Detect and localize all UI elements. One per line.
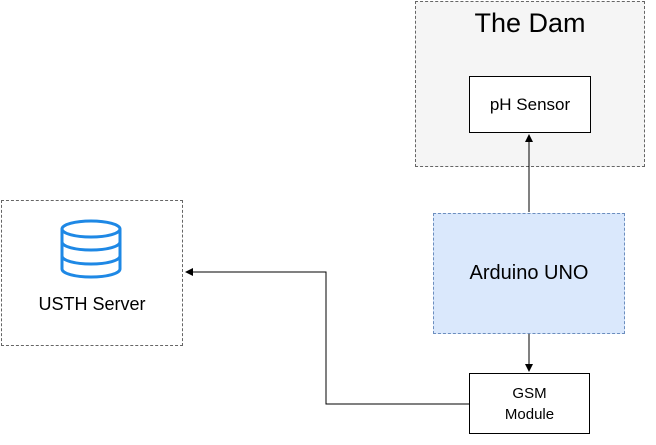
gsm-label-line1: GSM <box>512 384 547 402</box>
ph-sensor-node: pH Sensor <box>469 76 591 133</box>
gsm-module-node: GSM Module <box>469 373 590 434</box>
dam-title: The Dam <box>474 8 586 38</box>
ph-sensor-label: pH Sensor <box>489 94 571 114</box>
database-icon <box>60 219 122 279</box>
arrow-gsm-to-server <box>185 268 469 405</box>
gsm-label-line2: Module <box>504 405 555 423</box>
usth-server-node <box>1 200 183 346</box>
arduino-uno-node: Arduino UNO <box>433 213 625 334</box>
usth-server-label: USTH Server <box>38 294 146 314</box>
arduino-uno-label: Arduino UNO <box>469 262 589 284</box>
